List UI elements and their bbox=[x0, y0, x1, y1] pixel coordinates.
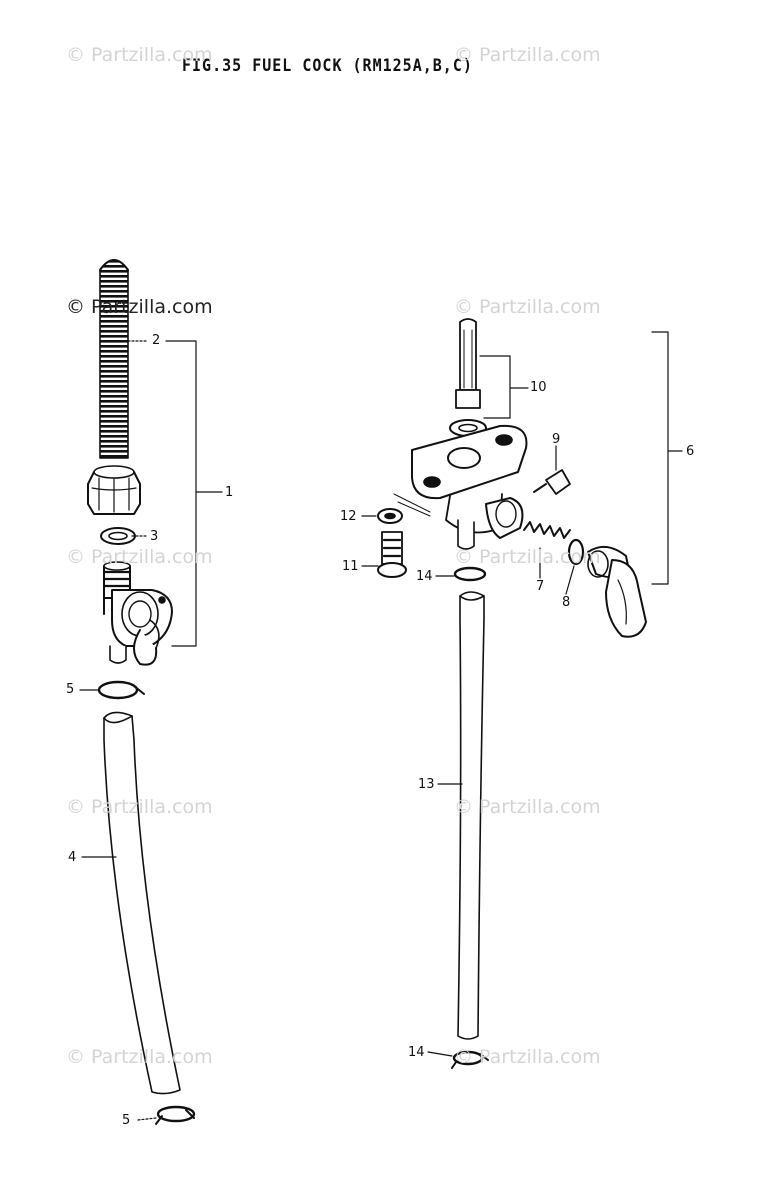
callout-13: 13 bbox=[418, 777, 435, 792]
left-leader-lines bbox=[79, 340, 223, 1121]
part-4-fuel-hose-left bbox=[103, 711, 181, 1095]
callout-4: 4 bbox=[68, 850, 77, 865]
part-5-hose-clamp-lower bbox=[155, 1105, 196, 1125]
part-5-hose-clamp-upper bbox=[97, 680, 145, 700]
callout-12: 12 bbox=[340, 509, 357, 524]
part-8-o-ring bbox=[567, 538, 585, 566]
callout-14-upper: 14 bbox=[416, 569, 433, 584]
callout-8: 8 bbox=[562, 595, 571, 610]
watermark: © Partzilla.com bbox=[66, 44, 213, 66]
watermark: © Partzilla.com bbox=[66, 546, 213, 568]
callout-6: 6 bbox=[686, 444, 695, 459]
right-leader-lines bbox=[361, 331, 683, 1057]
part-6-fuel-cock-body bbox=[393, 424, 528, 550]
part-3-washer bbox=[100, 527, 136, 545]
watermark: © Partzilla.com bbox=[454, 796, 601, 818]
part-11-strainer bbox=[377, 531, 407, 578]
part-14-hose-clamp-upper bbox=[453, 566, 487, 582]
part-12-washer bbox=[377, 508, 403, 524]
watermark: © Partzilla.com bbox=[454, 546, 601, 568]
callout-14-lower: 14 bbox=[408, 1045, 425, 1060]
part-7-spring bbox=[523, 521, 571, 539]
callout-5-lower: 5 bbox=[122, 1113, 131, 1128]
callout-2: 2 bbox=[152, 333, 161, 348]
callout-9: 9 bbox=[552, 432, 561, 447]
part-10-bolt bbox=[455, 318, 481, 409]
watermark: © Partzilla.com bbox=[454, 1046, 601, 1068]
part-13-fuel-hose-right bbox=[457, 591, 485, 1040]
watermark: © Partzilla.com bbox=[454, 44, 601, 66]
callout-5-upper: 5 bbox=[66, 682, 75, 697]
callout-1: 1 bbox=[225, 485, 234, 500]
watermark: © Partzilla.com bbox=[66, 796, 213, 818]
callout-3: 3 bbox=[150, 529, 159, 544]
part-nut bbox=[87, 465, 141, 515]
part-9-screw bbox=[533, 469, 571, 495]
part-14-hose-clamp-lower bbox=[451, 1050, 489, 1069]
figure-title: FIG.35 FUEL COCK (RM125A,B,C) bbox=[182, 54, 473, 76]
watermark: © Partzilla.com bbox=[66, 1046, 213, 1068]
watermark-prominent: © Partzilla.com bbox=[66, 296, 213, 318]
watermark: © Partzilla.com bbox=[454, 296, 601, 318]
part-6-fuel-cock-lever bbox=[587, 545, 647, 638]
callout-7: 7 bbox=[536, 579, 545, 594]
callout-10: 10 bbox=[530, 380, 547, 395]
part-2-filter-pipe bbox=[99, 259, 129, 459]
callout-11: 11 bbox=[342, 559, 359, 574]
part-1-fuel-cock-body bbox=[102, 561, 173, 666]
